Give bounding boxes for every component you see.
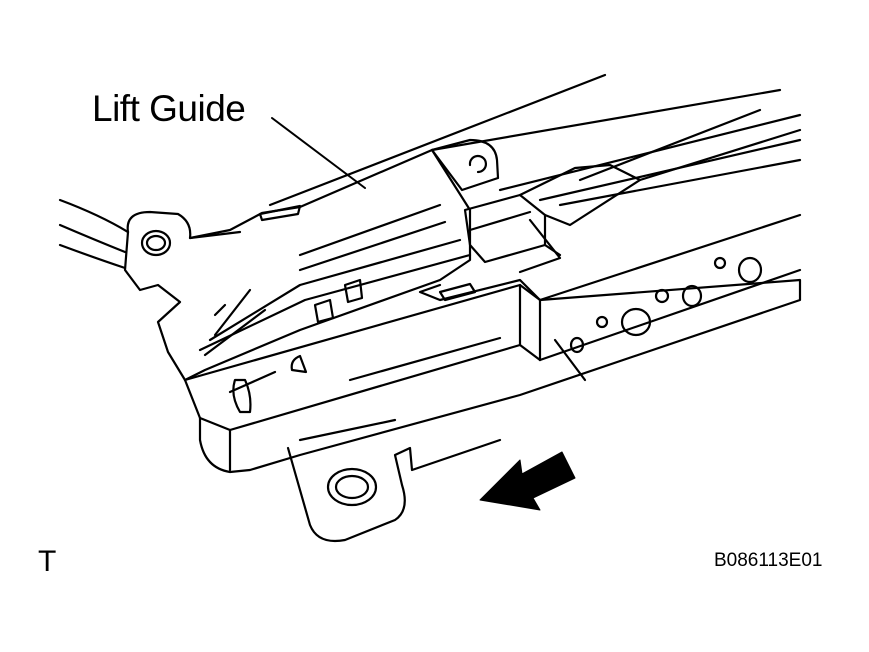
lower-bracket — [286, 418, 502, 543]
figure-code: B086113E01 — [714, 550, 823, 571]
direction-arrow-icon — [479, 451, 576, 511]
lower-rail — [183, 213, 802, 474]
corner-mark: T — [38, 545, 57, 578]
callout-leader-line — [271, 117, 366, 189]
background-rails — [268, 73, 802, 207]
wire-harness — [58, 198, 130, 270]
rail-connector — [463, 128, 802, 274]
lift-guide-label: Lift Guide — [92, 88, 246, 129]
rail-holes — [553, 256, 763, 382]
top-bracket — [430, 138, 500, 192]
upper-rail — [123, 148, 472, 382]
